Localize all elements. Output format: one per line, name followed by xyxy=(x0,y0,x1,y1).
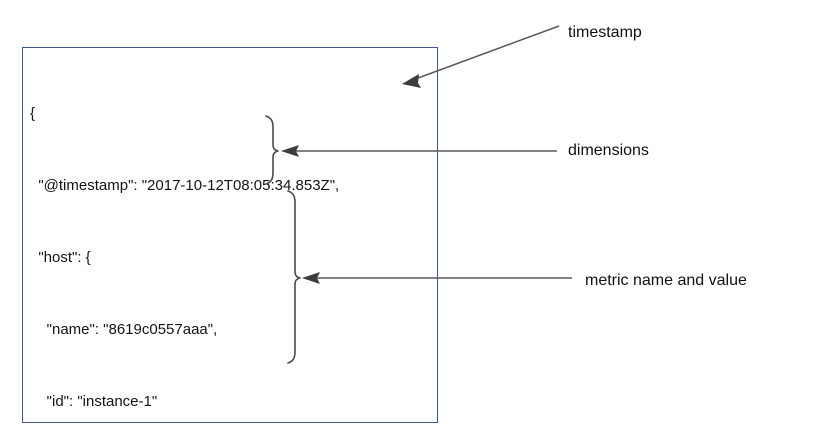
json-line-host-name: "name": "8619c0557aaa", xyxy=(30,321,218,338)
json-line-0: { xyxy=(30,105,36,122)
json-document-box xyxy=(22,47,438,423)
json-line-host-open: "host": { xyxy=(30,249,91,266)
annotation-label-timestamp: timestamp xyxy=(568,24,642,41)
annotation-label-dimensions: dimensions xyxy=(568,142,649,159)
json-document-code: { "@timestamp": "2017-10-12T08:05:34.853… xyxy=(30,54,430,437)
json-line-host-id: "id": "instance-1" xyxy=(30,393,158,410)
json-line-timestamp: "@timestamp": "2017-10-12T08:05:34.853Z"… xyxy=(30,177,340,194)
annotation-label-metric: metric name and value xyxy=(585,272,747,289)
